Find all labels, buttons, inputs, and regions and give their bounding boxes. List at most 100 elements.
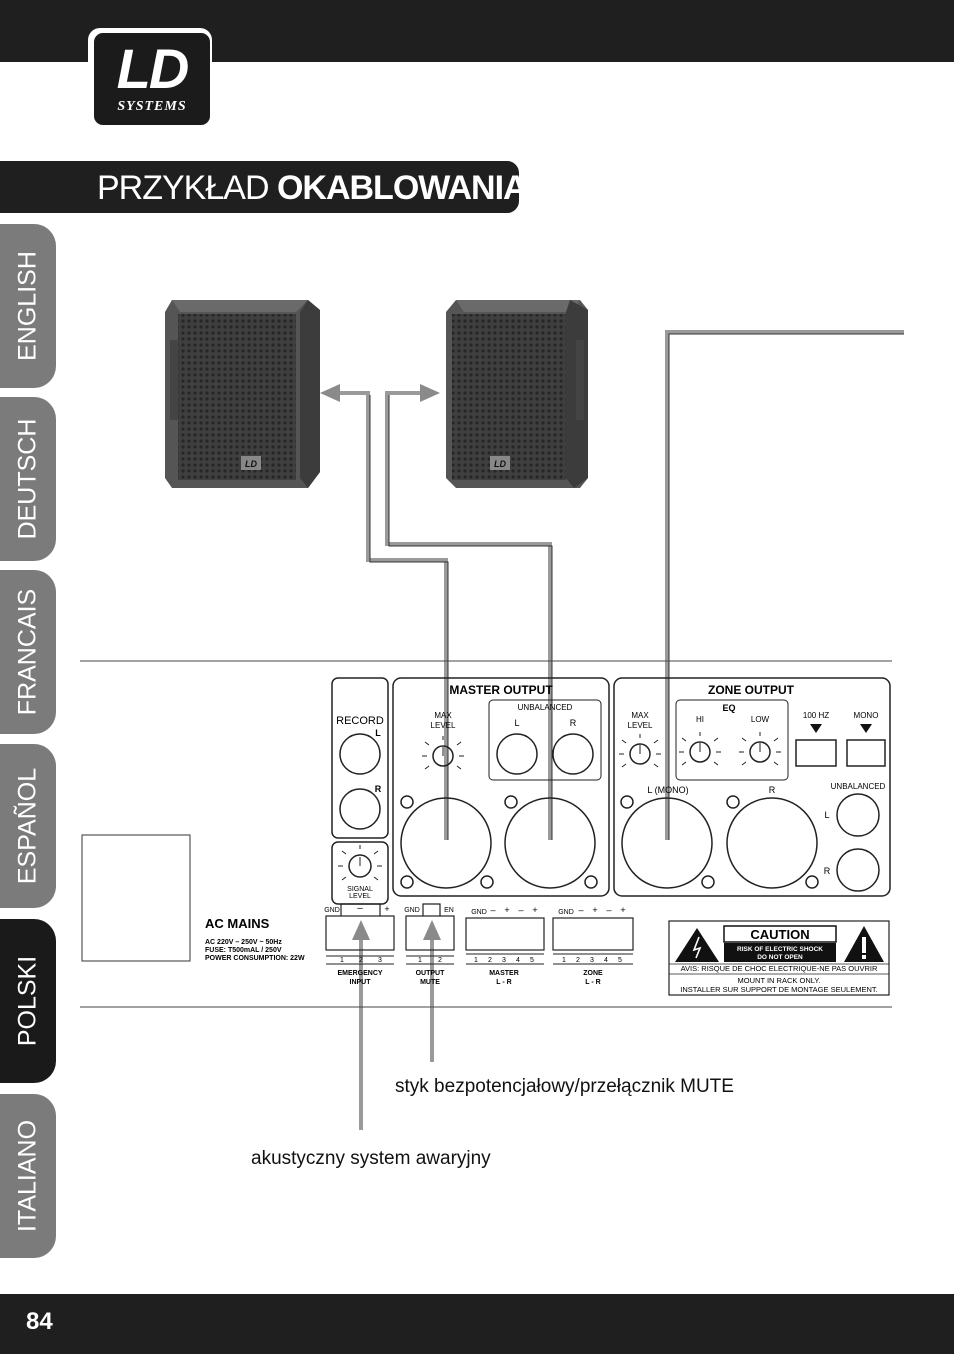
mount-text: INSTALLER SUR SUPPORT DE MONTAGE SEULEME… <box>680 985 877 994</box>
svg-text:1: 1 <box>340 957 344 964</box>
caption-emergency: akustyczny system awaryjny <box>251 1148 491 1169</box>
max-level-label: MAX <box>631 711 649 720</box>
speaker-badge-text: LD <box>494 459 506 469</box>
svg-text:4: 4 <box>516 957 520 964</box>
ac-mains-label: AC MAINS <box>205 916 270 931</box>
zone-max-level-knob[interactable] <box>629 743 651 765</box>
speaker-grille <box>452 314 566 480</box>
arrow-right-icon <box>420 384 440 402</box>
tab-francais[interactable]: FRANCAIS <box>0 570 56 734</box>
record-label: RECORD <box>336 715 384 727</box>
gnd-label: GND <box>324 907 340 914</box>
svg-text:2: 2 <box>438 957 442 964</box>
zone-unbal-r-label: R <box>824 866 831 876</box>
hz100-switch[interactable] <box>795 739 837 767</box>
mono-switch[interactable] <box>846 739 886 767</box>
gnd-label: GND <box>558 909 574 916</box>
record-l-label: L <box>375 728 381 738</box>
emergency-input-terminal[interactable]: GND – + 1 2 3 EMERGENCY INPUT <box>324 903 395 986</box>
svg-text:4: 4 <box>604 957 608 964</box>
tab-italiano[interactable]: ITALIANO <box>0 1094 56 1258</box>
signal-level-knob[interactable] <box>348 854 372 878</box>
cable-master-l <box>336 391 448 840</box>
speaker-right: LD <box>446 300 588 488</box>
master-lr-terminal[interactable]: GND – + – + 1 2 3 4 5 MASTER L - R <box>465 905 545 986</box>
zone-unbal-l-label: L <box>824 810 829 820</box>
record-l-jack[interactable] <box>339 733 381 775</box>
title-bold: OKABLOWANIA <box>276 169 528 207</box>
master-l-label: L <box>514 718 519 728</box>
zone-lr-terminal[interactable]: GND – + – + 1 2 3 4 5 ZONE L - R <box>552 905 634 986</box>
eq-hi-knob[interactable] <box>689 741 711 763</box>
master-r-jack[interactable] <box>552 733 594 775</box>
mono-label: MONO <box>854 711 879 720</box>
record-r-jack[interactable] <box>339 788 381 830</box>
tab-english[interactable]: ENGLISH <box>0 224 56 388</box>
svg-text:3: 3 <box>378 957 382 964</box>
zone-lr-label: L - R <box>585 979 600 986</box>
speaker-badge-text: LD <box>245 459 257 469</box>
caution-text: CAUTION <box>750 927 809 942</box>
master-r-label: R <box>570 718 577 728</box>
speaker-grille <box>178 314 296 480</box>
eq-box <box>675 699 789 781</box>
tab-deutsch[interactable]: DEUTSCH <box>0 397 56 561</box>
arrow-up-icon <box>352 920 370 940</box>
ld-systems-logo: LD SYSTEMS <box>88 28 212 126</box>
en-label: EN <box>444 907 454 914</box>
master-output-label: MASTER OUTPUT <box>449 683 553 697</box>
speaker-badge <box>241 456 261 470</box>
output-mute-terminal[interactable]: GND EN 1 2 OUTPUT MUTE <box>404 903 455 986</box>
record-r-label: R <box>375 784 382 794</box>
svg-text:+: + <box>592 905 597 915</box>
svg-text:1: 1 <box>474 957 478 964</box>
zone-unbal-l-jack[interactable] <box>836 793 880 837</box>
speaker-badge <box>490 456 510 470</box>
svg-text:–: – <box>578 905 583 915</box>
master-lr-label: L - R <box>496 979 511 986</box>
risk-text: DO NOT OPEN <box>757 954 803 961</box>
zone-l-xlr[interactable] <box>621 797 713 889</box>
arrow-left-icon <box>320 384 340 402</box>
max-level-label: MAX <box>434 711 452 720</box>
zone-r-label: R <box>769 785 776 795</box>
cables <box>336 330 904 1130</box>
svg-text:2: 2 <box>576 957 580 964</box>
svg-text:2: 2 <box>488 957 492 964</box>
zone-r-xlr[interactable] <box>726 797 818 889</box>
tab-polski[interactable]: POLSKI <box>0 919 56 1083</box>
eq-hi-label: HI <box>696 715 704 724</box>
zone-unbalanced-label: UNBALANCED <box>831 782 886 791</box>
svg-text:+: + <box>504 905 509 915</box>
speaker-left: LD <box>165 300 320 488</box>
svg-text:1: 1 <box>418 957 422 964</box>
svg-text:+: + <box>532 905 537 915</box>
master-r-xlr[interactable] <box>504 797 596 889</box>
unbalanced-label: UNBALANCED <box>518 703 573 712</box>
zone-unbal-r-jack[interactable] <box>836 848 880 892</box>
max-level-label: LEVEL <box>628 721 653 730</box>
bottom-bar <box>0 1294 954 1354</box>
hz100-label: 100 HZ <box>803 711 829 720</box>
max-level-label: LEVEL <box>431 721 456 730</box>
svg-text:+: + <box>384 904 389 914</box>
page-number: 84 <box>26 1308 53 1335</box>
master-l-xlr[interactable] <box>400 797 492 889</box>
svg-text:–: – <box>606 905 611 915</box>
signal-level-panel: SIGNAL LEVEL <box>331 841 389 905</box>
master-max-level-knob[interactable] <box>432 745 454 767</box>
mount-text: MOUNT IN RACK ONLY. <box>738 976 821 985</box>
cable-master-r <box>385 391 552 840</box>
master-output-panel: MASTER OUTPUT MAX LEVEL UNBALANCED L R <box>392 677 610 897</box>
master-l-jack[interactable] <box>496 733 538 775</box>
blank-plate <box>81 834 191 962</box>
logo-mark: LD <box>116 37 190 100</box>
eq-low-knob[interactable] <box>749 741 771 763</box>
svg-text:+: + <box>620 905 625 915</box>
tab-espanol[interactable]: ESPAÑOL <box>0 744 56 908</box>
record-panel: RECORD L R <box>331 677 389 839</box>
emergency-input-label: INPUT <box>350 979 372 986</box>
zone-lr-label: ZONE <box>583 970 603 977</box>
risk-text: RISK OF ELECTRIC SHOCK <box>737 946 823 953</box>
